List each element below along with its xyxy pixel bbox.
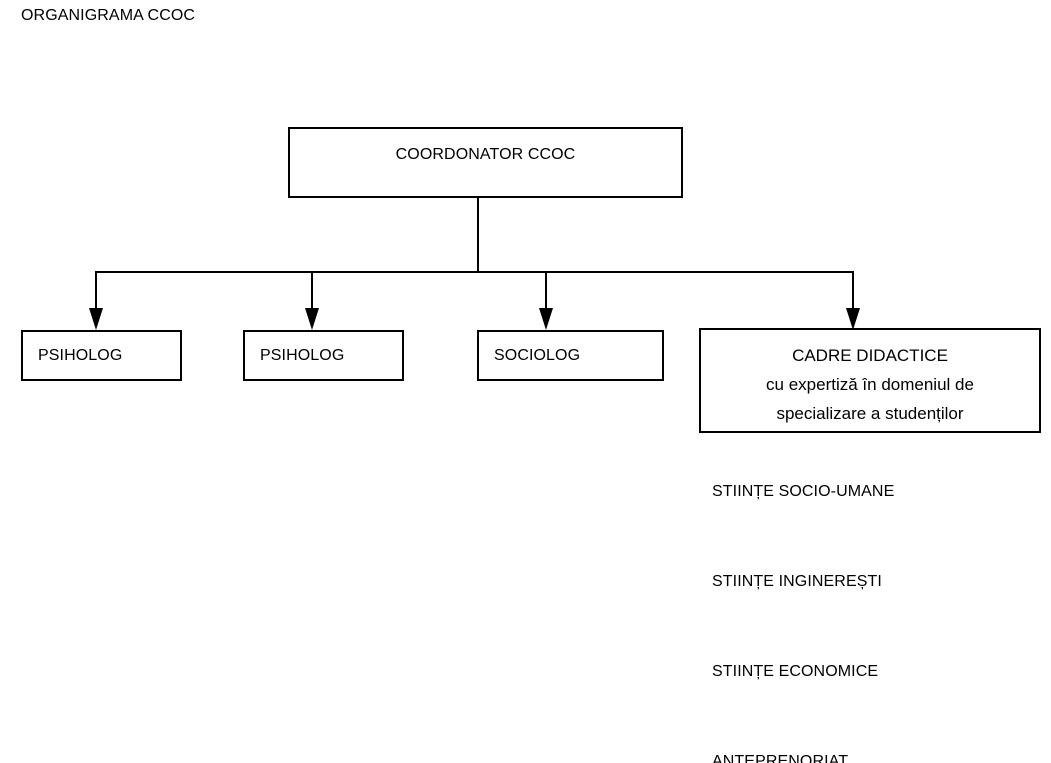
arrowhead-icon-sociolog — [539, 308, 553, 330]
node-sociolog[interactable]: SOCIOLOG — [477, 330, 664, 381]
page-title: ORGANIGRAMA CCOC — [21, 7, 196, 24]
domain-item-stiinte-economice: STIINȚE ECONOMICE — [712, 663, 879, 680]
connector-drop-psiholog-1 — [95, 271, 97, 318]
node-cadre-didactice-line-3: specializare a studenților — [776, 404, 964, 423]
domain-item-stiinte-socio-umane: STIINȚE SOCIO-UMANE — [712, 483, 895, 500]
arrowhead-icon-psiholog-1 — [89, 308, 103, 330]
node-sociolog-label: SOCIOLOG — [494, 347, 581, 364]
domain-item-anteprenoriat: ANTEPRENORIAT — [712, 753, 849, 763]
node-cadre-didactice-line-1: CADRE DIDACTICE — [792, 346, 948, 365]
node-psiholog-2[interactable]: PSIHOLOG — [243, 330, 404, 381]
node-psiholog-1[interactable]: PSIHOLOG — [21, 330, 182, 381]
connector-drop-psiholog-2 — [311, 271, 313, 318]
arrowhead-icon-cadre-didactice — [846, 308, 860, 330]
domain-list: STIINȚE SOCIO-UMANE STIINȚE INGINEREȘTI … — [712, 482, 1042, 763]
connector-drop-sociolog — [545, 271, 547, 318]
connector-horizontal-bar — [95, 271, 854, 273]
node-cadre-didactice-text: CADRE DIDACTICE cu expertiză în domeniul… — [701, 341, 1039, 428]
node-coordonator-label: COORDONATOR CCOC — [395, 146, 576, 163]
node-coordonator[interactable]: COORDONATOR CCOC — [288, 127, 683, 198]
domain-item-stiinte-inginerestii: STIINȚE INGINEREȘTI — [712, 573, 882, 590]
connector-stem-root — [477, 198, 479, 273]
node-psiholog-1-label: PSIHOLOG — [38, 347, 123, 364]
connector-drop-cadre-didactice — [852, 271, 854, 318]
node-cadre-didactice-line-2: cu expertiză în domeniul de — [766, 375, 974, 394]
node-psiholog-2-label: PSIHOLOG — [260, 347, 345, 364]
node-cadre-didactice[interactable]: CADRE DIDACTICE cu expertiză în domeniul… — [699, 328, 1041, 433]
arrowhead-icon-psiholog-2 — [305, 308, 319, 330]
